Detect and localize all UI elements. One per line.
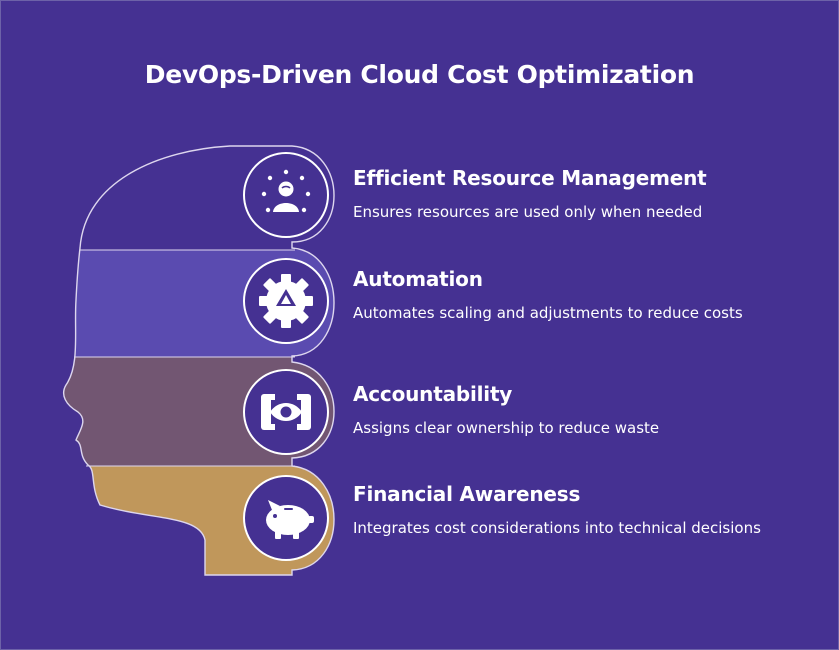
band-1 xyxy=(63,146,334,250)
item-financial-awareness: Financial Awareness Integrates cost cons… xyxy=(353,482,773,538)
item-heading: Automation xyxy=(353,267,483,291)
eye-scan-icon xyxy=(243,369,329,455)
item-description: Assigns clear ownership to reduce waste xyxy=(353,419,660,437)
band-2 xyxy=(63,250,334,357)
head-outline xyxy=(62,145,335,576)
item-efficient-resource-management: Efficient Resource Management Ensures re… xyxy=(353,166,773,222)
gear-arrows-icon xyxy=(243,258,329,344)
item-description: Ensures resources are used only when nee… xyxy=(353,203,703,221)
item-heading: Accountability xyxy=(353,382,513,406)
item-accountability: Accountability Assigns clear ownership t… xyxy=(353,382,773,438)
item-automation: Automation Automates scaling and adjustm… xyxy=(353,267,773,323)
band-3 xyxy=(63,357,334,466)
item-heading: Financial Awareness xyxy=(353,482,581,506)
piggy-bank-icon xyxy=(243,475,329,561)
page-title: DevOps-Driven Cloud Cost Optimization xyxy=(144,60,695,89)
band-4 xyxy=(63,466,334,575)
item-heading: Efficient Resource Management xyxy=(353,166,707,190)
resource-user-icon xyxy=(243,152,329,238)
item-description: Integrates cost considerations into tech… xyxy=(353,519,761,537)
item-description: Automates scaling and adjustments to red… xyxy=(353,304,743,322)
